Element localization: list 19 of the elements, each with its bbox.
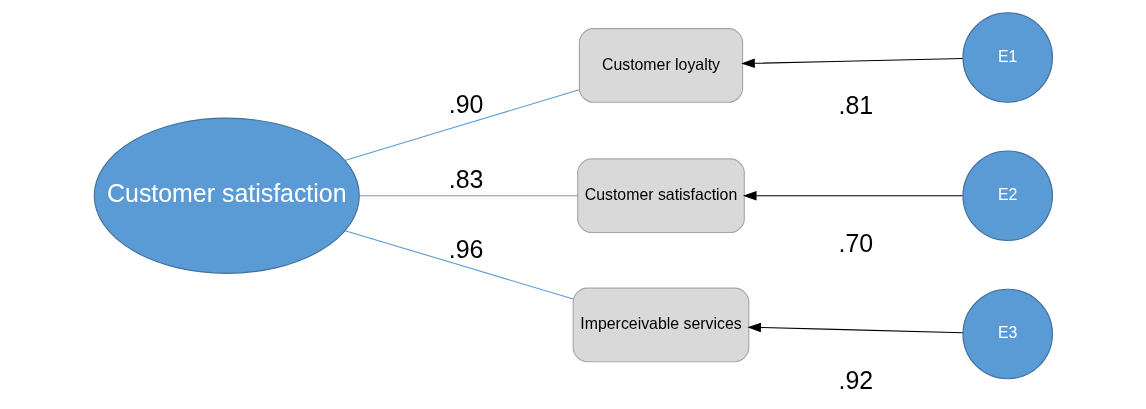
node-circle: E3 [961,288,1053,380]
node-box: Customer loyalty [578,28,743,103]
connector [343,89,580,162]
edge-label: .92 [838,366,873,395]
edge-label: .70 [838,228,873,257]
node-circle: E2 [961,150,1053,242]
node-ellipse: Customer satisfaction [93,117,360,274]
connector [344,230,574,300]
edge-label: .81 [838,90,873,119]
edge-label: .96 [448,234,483,263]
node-circle: E1 [961,12,1053,103]
arrow [742,190,963,201]
node-box: Imperceivable services [572,287,749,363]
connector [358,195,578,197]
arrow [740,57,963,69]
edge-label: .90 [448,89,483,118]
edge-label: .83 [448,165,483,194]
arrow [746,322,963,334]
node-box: Customer satisfaction [576,158,745,234]
